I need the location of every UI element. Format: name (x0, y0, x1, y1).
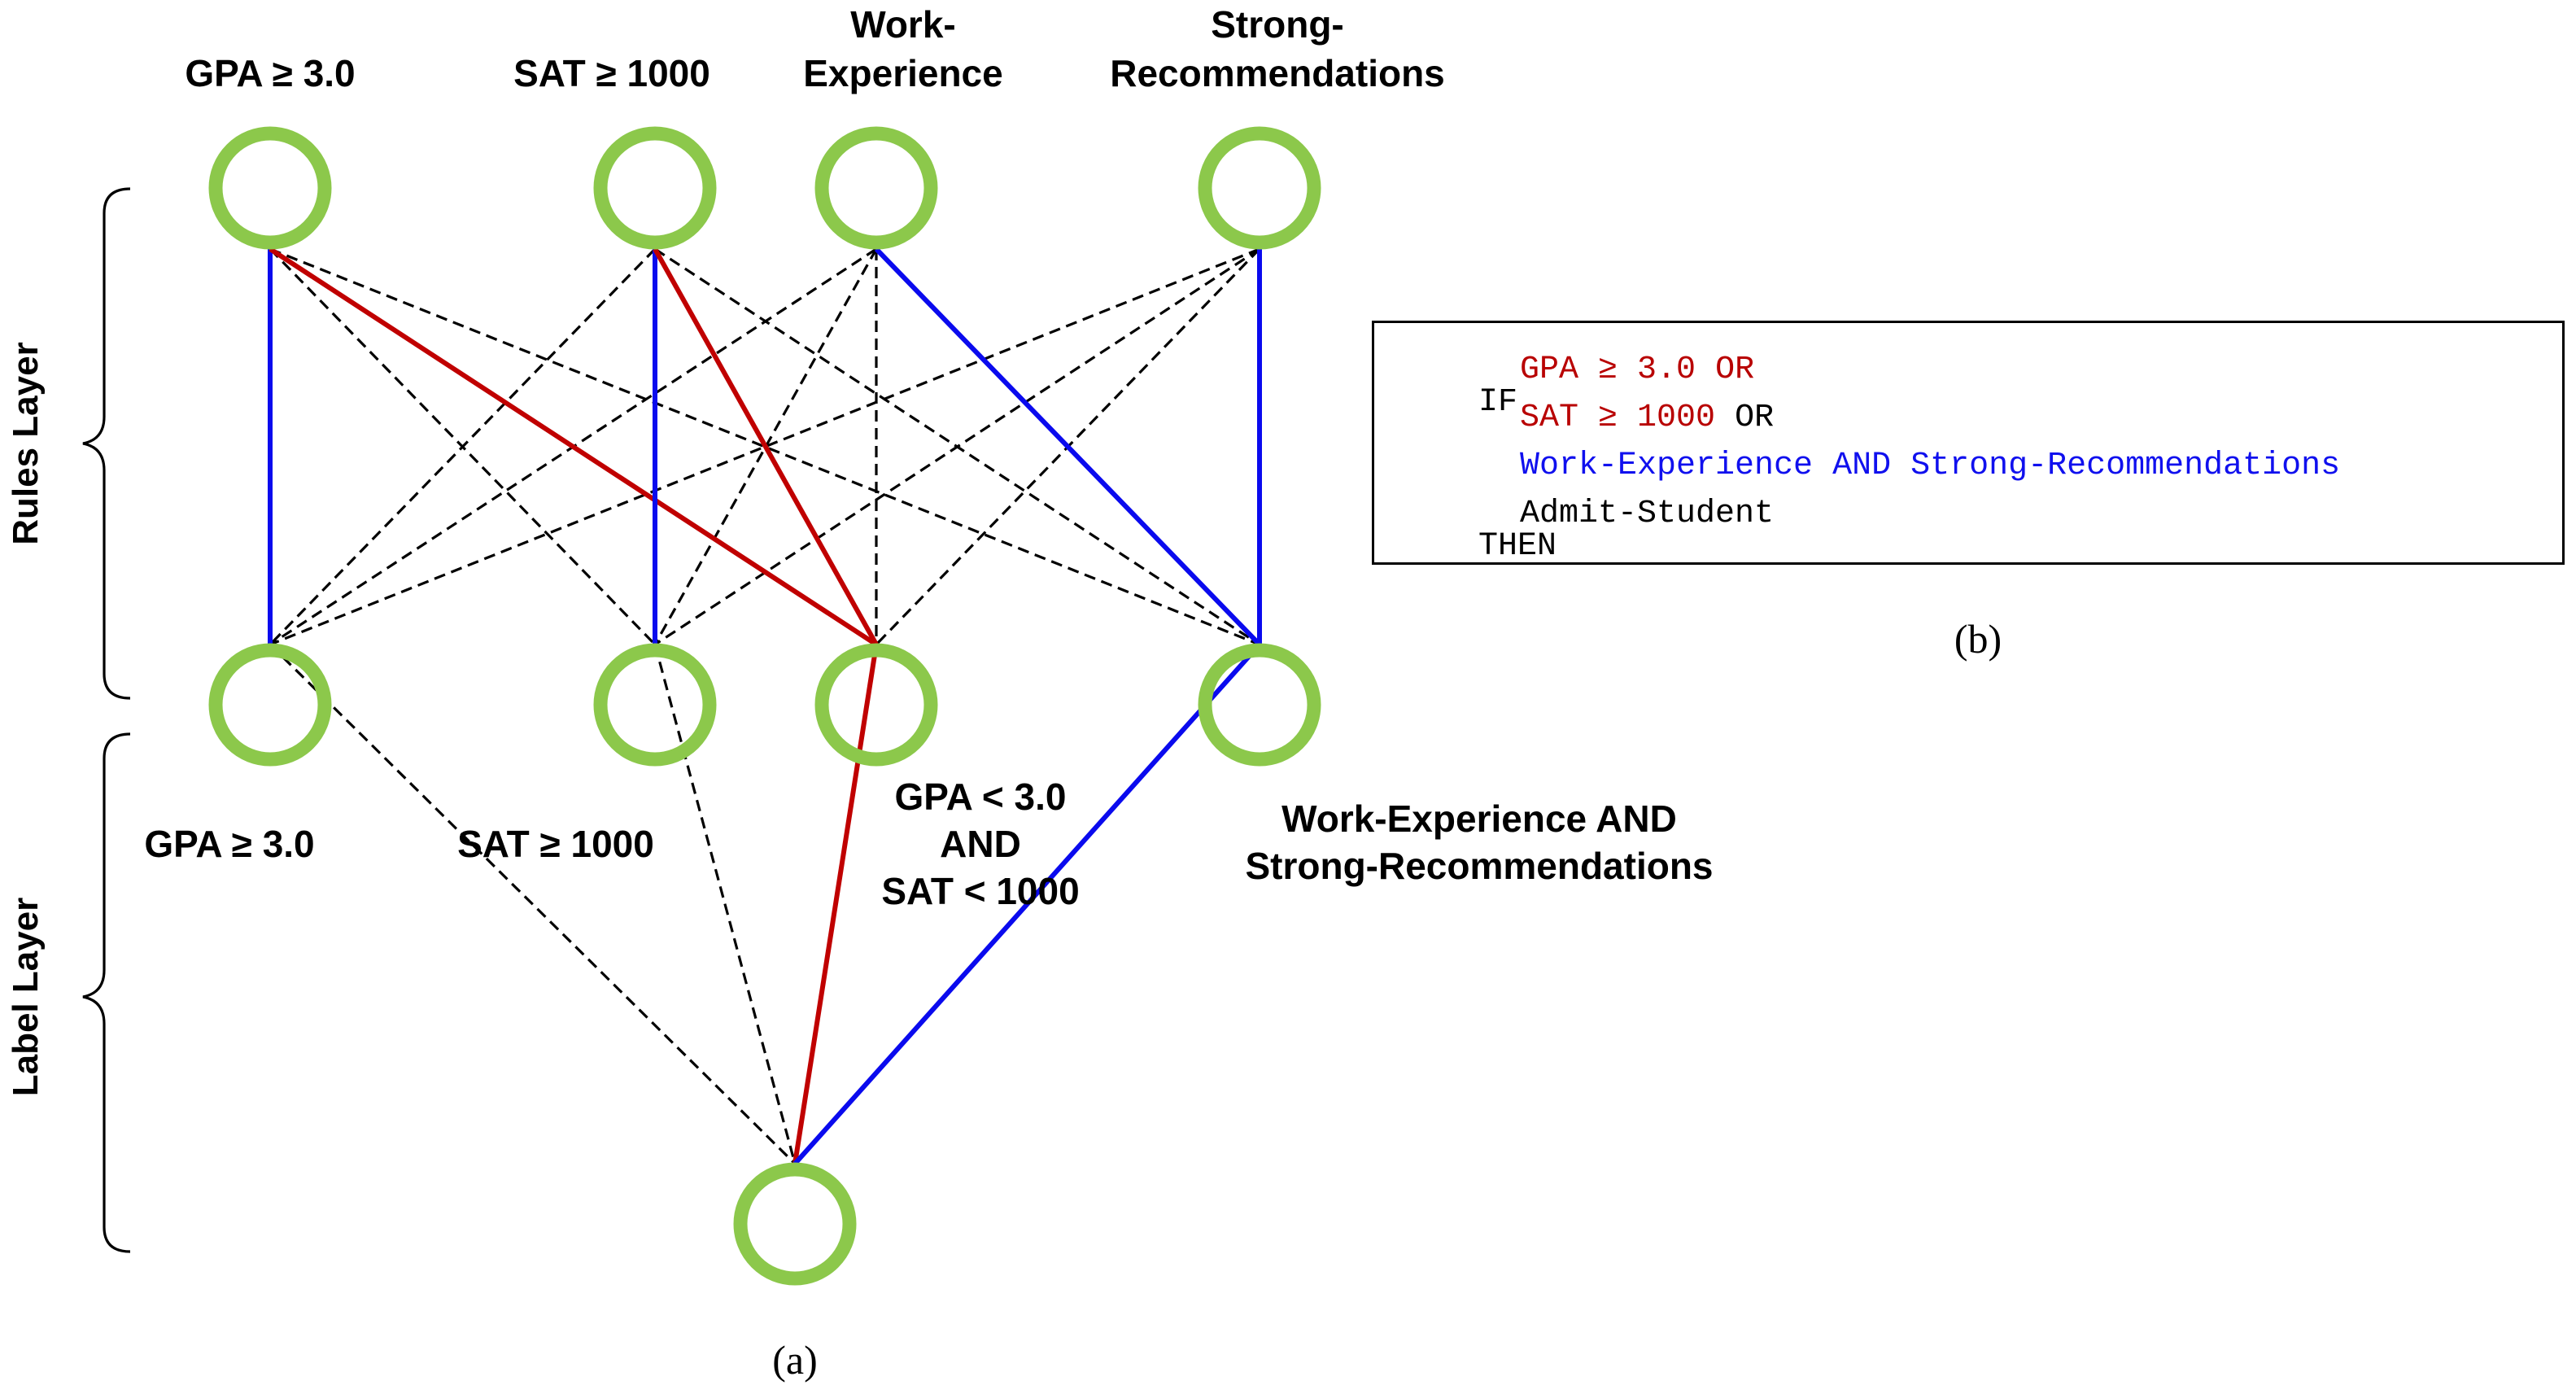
network-nodes (208, 126, 1321, 1286)
top-node-sat[interactable] (593, 126, 717, 250)
edge-dashed-top1-rule0 (269, 247, 657, 646)
label-layer-brace (82, 732, 131, 1253)
edge-blue-rule3-output (792, 642, 1262, 1166)
rule-label-work-line1: Work-Experience AND (1281, 798, 1677, 840)
caption-a: (a) (772, 1337, 818, 1383)
rule-label-low-line1: GPA < 3.0 (895, 776, 1067, 818)
rule-node-work-and-recommendations[interactable] (1198, 643, 1321, 767)
network-edges (268, 247, 1262, 1166)
rule-if-line: IF GPA ≥ 3.0 OR (1400, 354, 1754, 484)
top-label-strong-line1: Strong- (1211, 3, 1344, 46)
rule-or-2: OR (1735, 400, 1775, 436)
rule-condition-sat: SAT ≥ 1000 (1520, 400, 1716, 436)
rule-node-gpa[interactable] (208, 643, 332, 767)
rule-label-low-line2: AND (940, 823, 1021, 865)
caption-b: (b) (1954, 616, 2002, 662)
edge-red-top0-rule2 (269, 247, 878, 647)
top-node-gpa[interactable] (208, 126, 332, 250)
rule-label-gpa: GPA ≥ 3.0 (144, 823, 314, 865)
output-node-admit[interactable] (733, 1162, 857, 1286)
edge-dashed-top3-rule0 (269, 247, 1260, 646)
edge-dashed-top3-rule1 (654, 247, 1260, 646)
edge-dashed-rule0-output (269, 643, 797, 1165)
rule-condition-work-recommendations: Work-Experience AND Strong-Recommendatio… (1520, 448, 2341, 484)
rule-conclusion: Admit-Student (1520, 496, 1775, 532)
edge-dashed-top0-rule3 (269, 247, 1260, 646)
top-label-work-line2: Experience (803, 52, 1002, 94)
edge-blue-top2-rule3 (874, 247, 1262, 647)
rule-work-line: Work-Experience AND Strong-Recommendatio… (1400, 450, 2340, 548)
rule-labels: GPA ≥ 3.0 SAT ≥ 1000 GPA < 3.0 AND SAT <… (144, 776, 1713, 912)
edge-dashed-top2-rule1 (653, 248, 878, 645)
top-label-work-line1: Work- (850, 3, 956, 46)
rule-sat-line: SAT ≥ 1000 OR (1400, 402, 1774, 500)
rule-label-low-line3: SAT < 1000 (881, 870, 1079, 912)
rules-layer-brace (82, 187, 131, 700)
edge-red-top1-rule2 (653, 247, 879, 646)
rule-condition-gpa: GPA ≥ 3.0 (1520, 352, 1696, 388)
top-label-gpa: GPA ≥ 3.0 (185, 52, 355, 94)
rules-layer-label: Rules Layer (6, 342, 46, 544)
top-label-sat: SAT ≥ 1000 (513, 52, 710, 94)
top-label-strong-line2: Recommendations (1110, 52, 1445, 94)
rule-or-1: OR (1715, 352, 1755, 388)
label-layer-label: Label Layer (6, 898, 46, 1097)
top-labels: GPA ≥ 3.0 SAT ≥ 1000 Work- Experience St… (185, 3, 1444, 94)
rule-node-sat[interactable] (593, 643, 717, 767)
edge-dashed-rule1-output (653, 644, 797, 1165)
top-node-work-experience[interactable] (814, 126, 938, 250)
rule-text-box: IF GPA ≥ 3.0 OR SAT ≥ 1000 OR Work-Exper… (1372, 321, 2565, 565)
edge-red-rule2-output (792, 644, 879, 1165)
rule-label-sat: SAT ≥ 1000 (457, 823, 654, 865)
top-node-strong-recommendations[interactable] (1198, 126, 1321, 250)
rule-node-gpa-and-sat-low[interactable] (814, 643, 938, 767)
rule-label-work-line2: Strong-Recommendations (1245, 845, 1713, 887)
rule-then-keyword: THEN (1478, 528, 1557, 565)
rule-then-line: THEN Admit-Student (1400, 498, 1774, 628)
rule-if-keyword: IF (1478, 384, 1518, 421)
